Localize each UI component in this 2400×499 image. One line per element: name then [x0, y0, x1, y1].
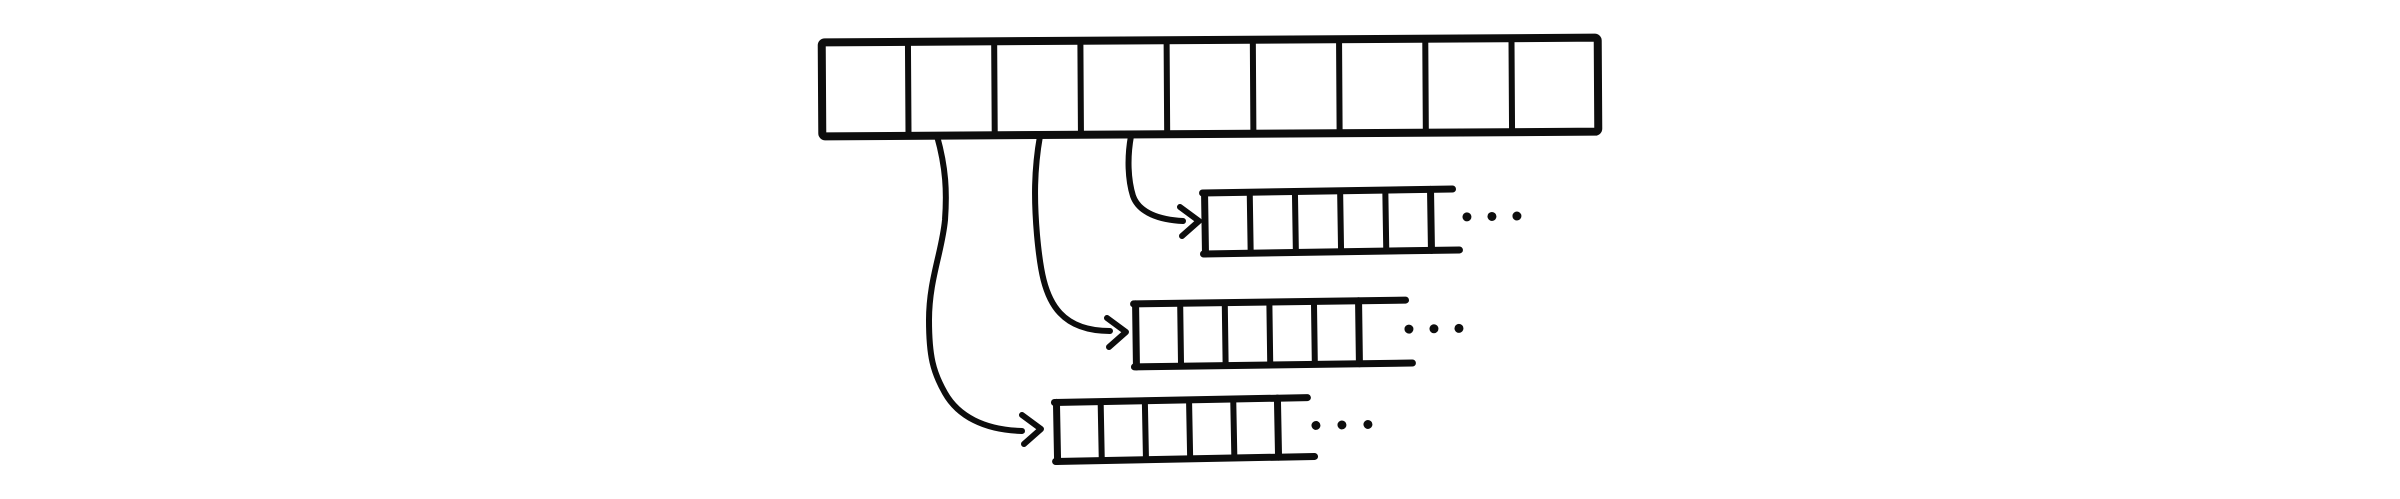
- sub-array-edge: [1355, 297, 1363, 368]
- pointer-cell4-to-sub-array-1: [1125, 133, 1202, 239]
- ellipsis-dot: [1462, 212, 1472, 222]
- sub-array-cell-divider: [1246, 189, 1254, 257]
- main-array-cell-divider: [1163, 39, 1171, 136]
- sub-array-edge: [1201, 189, 1209, 258]
- sub-array-3: [1050, 394, 1373, 465]
- sub-array-top-line: [1199, 185, 1457, 197]
- sub-array-cell-divider: [1337, 187, 1345, 255]
- ellipsis-dot: [1337, 420, 1347, 430]
- sub-array-1: [1199, 185, 1522, 258]
- sub-array-bottom-line: [1199, 246, 1463, 258]
- sub-array-cell-divider: [1382, 187, 1390, 255]
- sub-array-cell-divider: [1310, 298, 1318, 368]
- ellipsis: [1404, 323, 1464, 334]
- sub-array-cell-divider: [1097, 398, 1105, 464]
- ellipsis-dot: [1429, 324, 1439, 334]
- sub-array-edge: [1132, 300, 1140, 371]
- sub-array-cell-divider: [1291, 188, 1299, 256]
- ellipsis-dot: [1404, 324, 1414, 334]
- sub-array-cell-divider: [1266, 299, 1274, 369]
- pointer-cell2-to-sub-array-3: [926, 133, 1044, 447]
- main-array-cell-divider: [904, 40, 912, 137]
- pointer-curve: [926, 133, 1025, 434]
- main-array-cell-divider: [1336, 38, 1343, 135]
- sub-array-cell-divider: [1177, 300, 1185, 370]
- main-array-cell-divider: [1249, 38, 1257, 135]
- ellipsis-dot: [1311, 420, 1321, 430]
- sub-array-cell-divider: [1186, 396, 1194, 462]
- sub-array-bottom-line: [1130, 359, 1416, 371]
- ellipsis: [1462, 211, 1522, 222]
- arrowhead-icon: [1019, 412, 1044, 447]
- main-array-cell-divider: [1422, 37, 1429, 134]
- main-array: [817, 33, 1603, 141]
- ellipsis-dot: [1363, 419, 1373, 429]
- main-array-outline: [817, 33, 1603, 141]
- ellipsis-dot: [1454, 323, 1464, 333]
- sub-array-bottom-line: [1052, 452, 1319, 465]
- sub-array-edge: [1427, 185, 1435, 254]
- sub-array-cell-divider: [1141, 397, 1149, 463]
- ellipsis-dot: [1487, 211, 1497, 221]
- pointer-curve: [1125, 133, 1186, 224]
- main-array-cell-divider: [1077, 39, 1084, 136]
- sub-array-edge: [1052, 398, 1062, 465]
- main-array-cell-divider: [1508, 37, 1516, 134]
- pointer-cell3-to-sub-array-2: [1032, 133, 1129, 350]
- sub-array-cell-divider: [1221, 299, 1229, 369]
- arrowhead-icon: [1177, 204, 1202, 239]
- sub-array-cell-divider: [1230, 396, 1238, 462]
- arrowhead-icon: [1104, 315, 1129, 350]
- ellipsis: [1311, 419, 1373, 430]
- ellipsis-dot: [1512, 211, 1522, 221]
- sub-array-2: [1130, 296, 1464, 371]
- pointer-curve: [1032, 133, 1113, 334]
- sub-array-edge: [1273, 394, 1283, 461]
- sub-array-top-line: [1050, 394, 1311, 406]
- main-array-cell-divider: [991, 40, 998, 137]
